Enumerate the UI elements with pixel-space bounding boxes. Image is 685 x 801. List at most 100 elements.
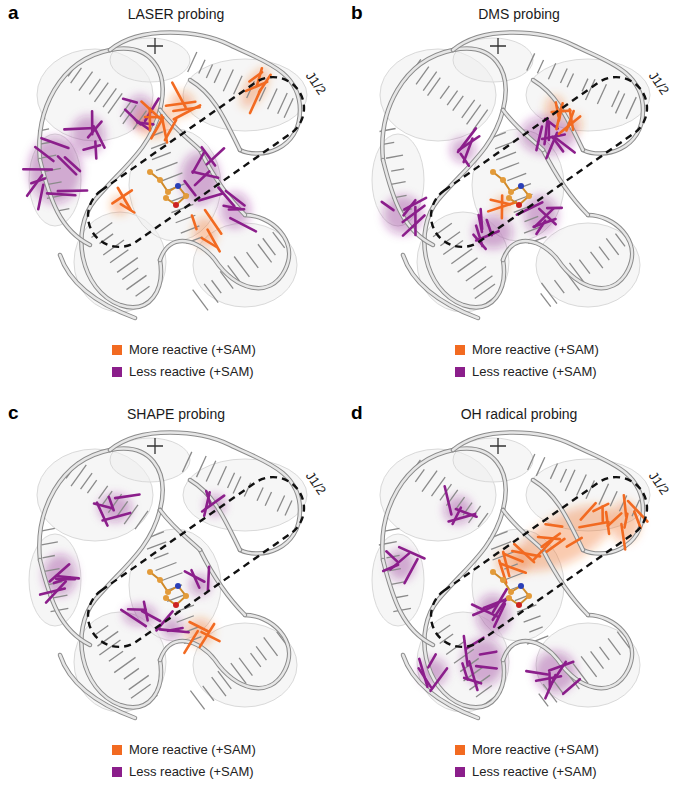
base-stick <box>567 73 573 87</box>
base-stick <box>79 72 93 91</box>
reactive-nucleotide <box>56 576 79 578</box>
base-stick <box>263 238 276 255</box>
panel-letter: d <box>351 402 363 424</box>
base-stick <box>42 556 54 558</box>
base-stick <box>136 286 150 296</box>
base-stick <box>500 163 520 170</box>
base-stick <box>94 83 108 102</box>
backbone <box>110 33 300 154</box>
base-stick <box>386 155 403 158</box>
base-stick <box>196 456 206 477</box>
sam-atom <box>163 195 169 201</box>
reactive-nucleotide <box>193 153 204 172</box>
rna-structure <box>372 433 659 719</box>
reactive-nucleotide <box>488 202 516 211</box>
panel-title: OH radical probing <box>461 406 578 422</box>
region-label: J1/2 <box>645 467 673 497</box>
base-stick <box>214 69 220 83</box>
backbone-outline <box>403 255 478 318</box>
base-stick <box>560 469 566 482</box>
base-stick <box>203 686 214 701</box>
base-stick <box>415 469 424 482</box>
reactive-nucleotide <box>551 662 566 685</box>
sam-atom <box>526 193 532 199</box>
reactive-nucleotide <box>428 654 435 667</box>
legend-swatch <box>112 767 122 777</box>
backbone-outline <box>40 160 90 245</box>
base-stick <box>109 651 123 661</box>
reactive-nucleotide <box>601 507 604 522</box>
legend-item: More reactive (+SAM) <box>455 342 599 357</box>
legend-text: More reactive (+SAM) <box>472 742 599 757</box>
base-stick <box>416 67 429 85</box>
reactive-nucleotide <box>193 172 219 178</box>
base-stick <box>597 84 606 104</box>
reactive-nucleotide <box>58 189 87 192</box>
backbone-outline <box>60 255 135 318</box>
base-stick <box>451 249 472 264</box>
base-stick <box>553 680 562 692</box>
reactive-nucleotide <box>91 111 94 134</box>
backbone-outline <box>453 33 643 154</box>
backbone <box>424 510 504 707</box>
backbone-outline <box>533 480 583 550</box>
backbone <box>424 110 504 307</box>
sam-atom <box>183 593 189 599</box>
reactive-nucleotide <box>480 652 496 655</box>
reactivity-glow <box>524 195 558 234</box>
backbone <box>40 560 90 645</box>
sam-atom <box>500 577 506 583</box>
reactive-nucleotide <box>386 551 397 561</box>
reactive-nucleotide <box>566 111 573 130</box>
panel-title: DMS probing <box>478 6 560 22</box>
base-stick <box>537 60 543 73</box>
reactive-nucleotide <box>185 571 205 581</box>
panel-letter: c <box>8 402 19 424</box>
reactive-nucleotide <box>542 135 565 139</box>
base-stick <box>156 563 177 571</box>
reactive-nucleotide <box>536 676 561 681</box>
legend-swatch <box>112 345 122 355</box>
sam-ligand-bonds <box>493 172 529 205</box>
reactive-nucleotide <box>31 178 45 183</box>
legend-item: Less reactive (+SAM) <box>112 764 254 779</box>
backbone-outline <box>160 215 289 288</box>
sam-ligand-bonds <box>150 572 186 605</box>
sam-atom <box>157 177 163 183</box>
base-stick <box>440 86 449 99</box>
reactive-nucleotide <box>41 138 68 148</box>
reactive-nucleotide <box>38 185 43 209</box>
reactive-nucleotide <box>419 668 431 687</box>
reactive-nucleotide <box>200 624 214 647</box>
base-stick <box>612 91 620 107</box>
sam-ligand-bonds <box>493 572 529 605</box>
reactive-nucleotide <box>229 208 244 211</box>
rna-structure <box>372 33 659 319</box>
backbone-outline <box>503 110 543 150</box>
reactive-nucleotide <box>148 109 151 131</box>
reactive-nucleotide <box>547 207 562 210</box>
reactive-nucleotide <box>476 666 497 668</box>
cross-mark <box>490 38 506 54</box>
base-stick <box>431 477 445 496</box>
backbone <box>60 655 135 718</box>
sam-atom <box>157 577 163 583</box>
base-stick <box>96 625 109 634</box>
base-stick <box>268 88 278 109</box>
base-stick <box>81 473 93 489</box>
base-stick <box>239 658 252 676</box>
reactive-nucleotide <box>65 157 80 171</box>
reactive-nucleotide <box>208 230 220 252</box>
reactive-nucleotide <box>40 589 65 595</box>
j12-region-outline <box>76 65 316 259</box>
backbone-outline <box>200 550 245 615</box>
base-stick <box>135 511 148 529</box>
backbone <box>503 215 632 288</box>
surface-blob <box>29 134 81 226</box>
cross-mark <box>147 438 163 454</box>
legend-item: More reactive (+SAM) <box>112 342 256 357</box>
base-stick <box>122 268 138 279</box>
base-stick <box>529 627 542 632</box>
backbone-outline <box>543 550 588 615</box>
reactive-nucleotide <box>64 128 94 129</box>
